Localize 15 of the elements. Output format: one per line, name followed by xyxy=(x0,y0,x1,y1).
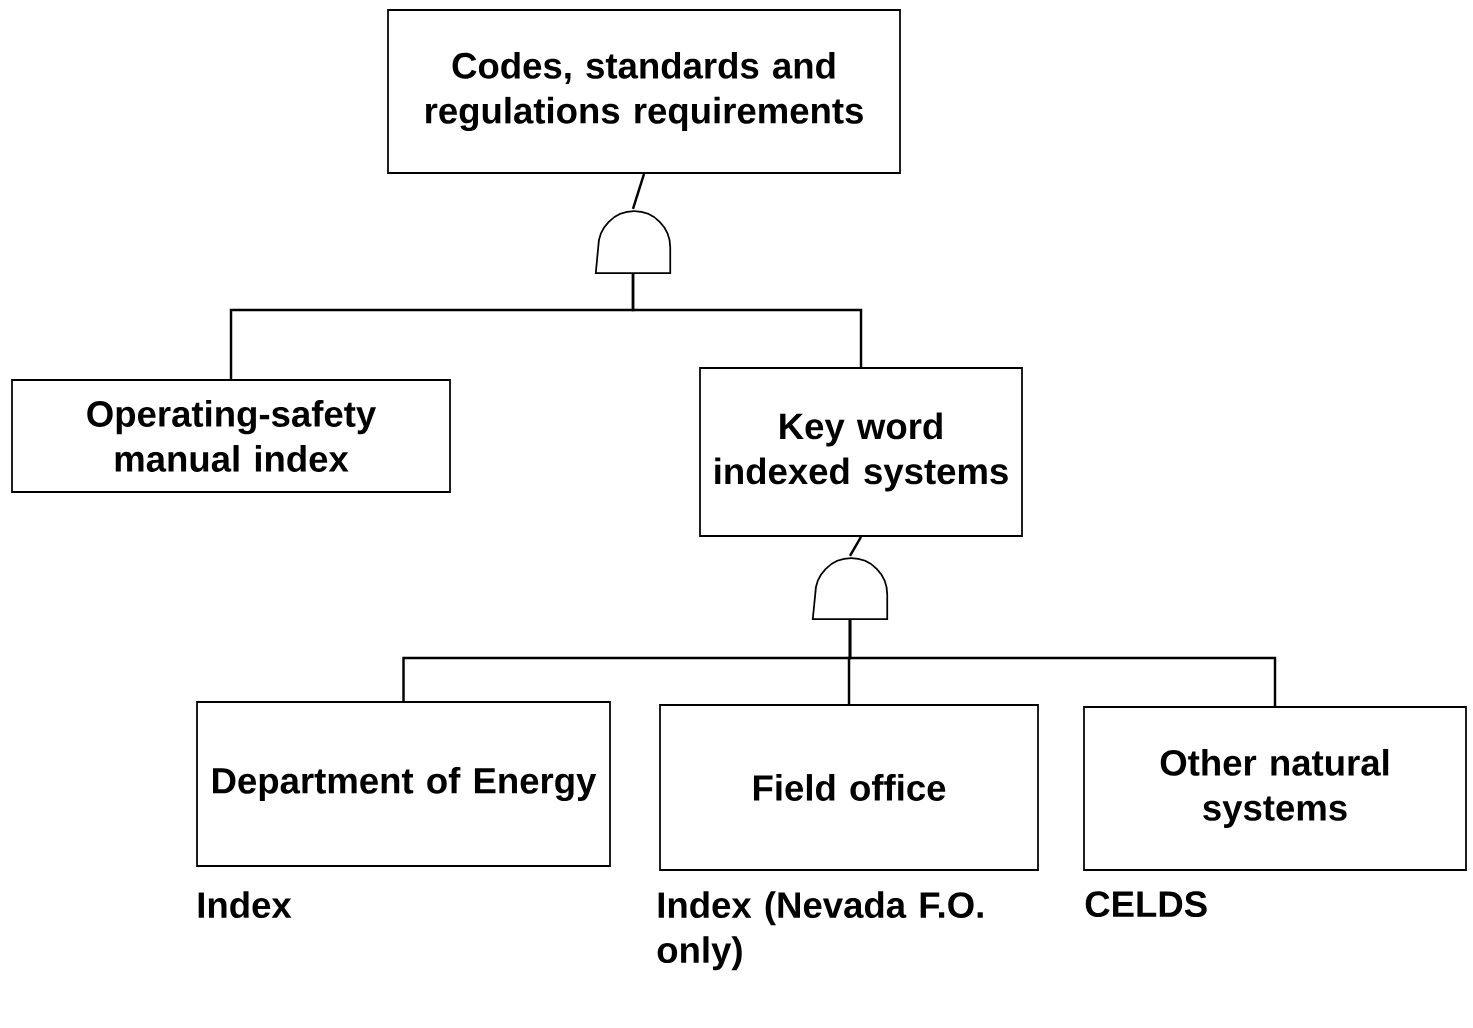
process-box: Other natural systems xyxy=(1083,706,1467,871)
and-gate xyxy=(811,557,889,621)
note-text: Index (Nevada F.O. only) xyxy=(657,891,983,971)
note-text: CELDS xyxy=(1085,891,1207,918)
connector-line xyxy=(848,619,1277,707)
process-box: Field office xyxy=(659,704,1039,871)
and-gate xyxy=(594,210,672,275)
process-box: Department of Energy xyxy=(196,701,611,867)
process-box: Operating-safety manual index xyxy=(11,379,451,493)
connector-line xyxy=(631,273,863,368)
process-box: Codes, standards and regulations requirements xyxy=(387,9,901,174)
process-box: Key word indexed systems xyxy=(699,367,1023,537)
connector-line xyxy=(631,173,646,210)
connector-line xyxy=(848,536,863,557)
note-text: Index xyxy=(198,891,292,919)
